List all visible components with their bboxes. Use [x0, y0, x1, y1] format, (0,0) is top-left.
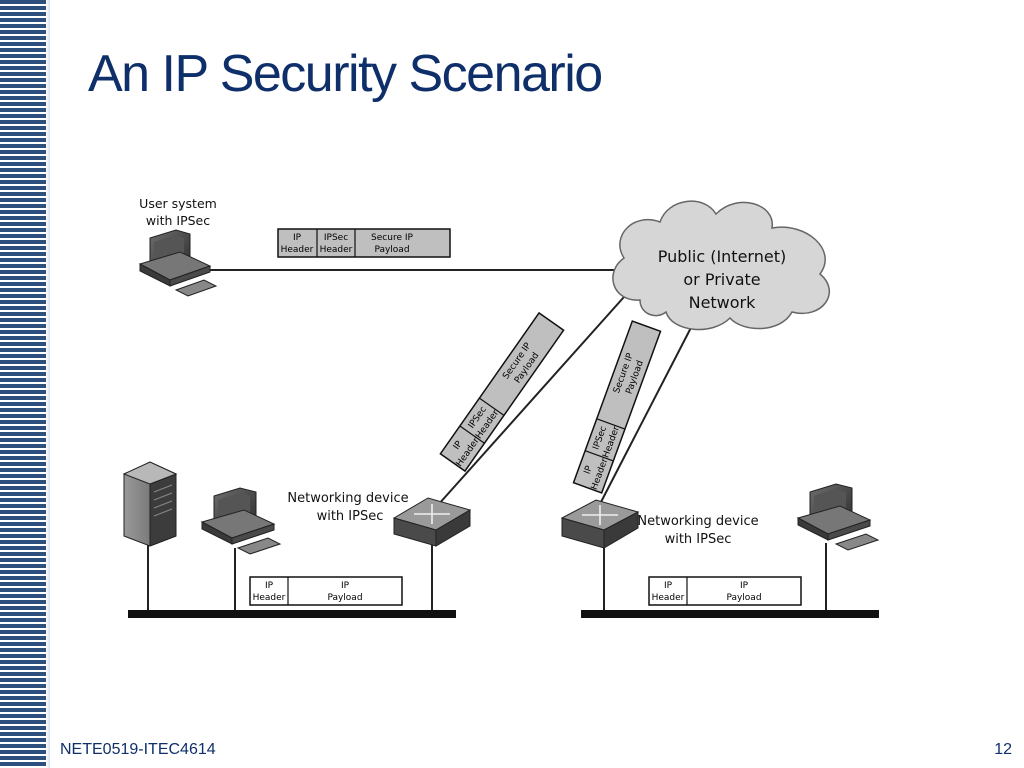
plain-left-ip-header-line2: Header [253, 593, 286, 603]
right-device-label-line2: with IPSec [665, 532, 732, 547]
right-workstation-computer-icon [796, 483, 880, 551]
ipsec-packet-left-diagonal: IP Header IPSec Header Secure IP Payload [439, 311, 565, 473]
plain-packet-right: IP Header IP Payload [648, 576, 802, 606]
network-cloud: Public (Internet) or Private Network [612, 200, 831, 331]
left-device-label-line1: Networking device [287, 491, 408, 506]
ipsec-packet-right-diagonal: IP Header IPSec Header Secure IP Payload [572, 320, 662, 494]
plain-left-payload-line2: Payload [327, 593, 362, 603]
link-right-device-to-network [600, 315, 698, 503]
packet-top-ip-header-line2: Header [281, 245, 314, 255]
right-networking-device-icon [560, 499, 640, 549]
plain-right-payload-line2: Payload [726, 593, 761, 603]
packet-top-ipsec-header-line1: IPSec [324, 233, 348, 243]
side-stripe-decoration [0, 0, 50, 768]
link-left-device-to-network [437, 287, 633, 506]
packet-top-ip-header-line1: IP [293, 233, 302, 243]
plain-packet-left: IP Header IP Payload [249, 576, 403, 606]
packet-top-ipsec-header-line2: Header [320, 245, 353, 255]
network-label-line1: Public (Internet) [658, 247, 786, 266]
user-system-computer-icon [138, 229, 218, 297]
right-lan-bus [581, 610, 879, 618]
plain-right-payload-line1: IP [740, 581, 749, 591]
user-system-label-line1: User system [139, 196, 217, 211]
left-workstation-computer-icon [200, 487, 282, 555]
network-label-line3: Network [689, 293, 757, 312]
network-label-line2: or Private [683, 270, 760, 289]
packet-right-ip-header-line1: IP [583, 464, 595, 476]
left-device-label-line2: with IPSec [317, 509, 384, 524]
left-lan-bus [128, 610, 456, 618]
slide-title: An IP Security Scenario [88, 45, 603, 103]
packet-top-secure-payload-line2: Payload [374, 245, 409, 255]
plain-left-ip-header-line1: IP [265, 581, 274, 591]
ipsec-packet-top: IP Header IPSec Header Secure IP Payload [277, 228, 451, 258]
page-number: 12 [994, 741, 1012, 758]
footer-course-code: NETE0519-ITEC4614 [60, 741, 216, 758]
plain-left-payload-line1: IP [341, 581, 350, 591]
server-icon [122, 461, 178, 547]
packet-top-secure-payload-line1: Secure IP [371, 233, 413, 243]
left-networking-device-icon [392, 497, 472, 547]
right-device-label-line1: Networking device [637, 514, 758, 529]
user-system-label-line2: with IPSec [146, 213, 210, 228]
plain-right-ip-header-line2: Header [652, 593, 685, 603]
plain-right-ip-header-line1: IP [664, 581, 673, 591]
